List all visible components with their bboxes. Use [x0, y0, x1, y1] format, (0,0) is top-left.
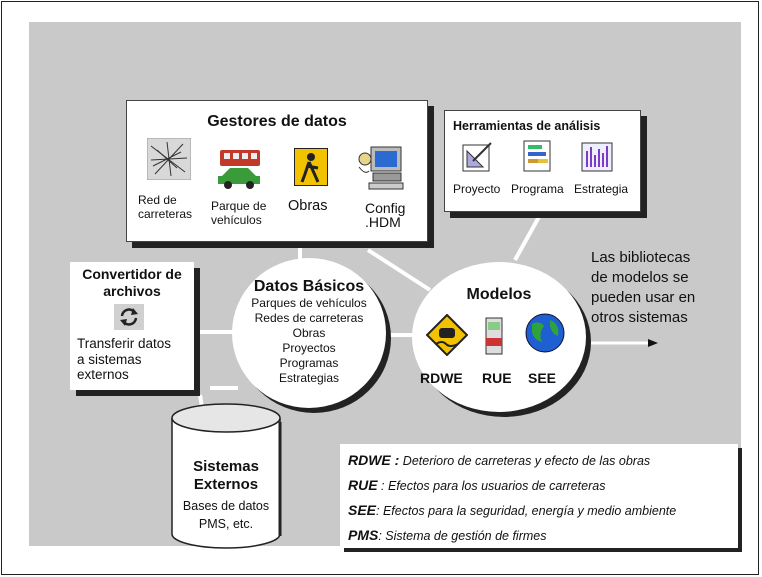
road-hazard-icon: [426, 314, 468, 356]
proyecto-label: Proyecto: [453, 182, 501, 196]
project-icon: [462, 142, 492, 172]
road-network-icon: [147, 138, 191, 180]
program-icon: [523, 140, 551, 172]
bibliotecas-note: Las bibliotecas de modelos se pueden usa…: [591, 249, 696, 326]
sistemas-title: Sistemas Externos: [193, 458, 259, 493]
datos-item-programas: Programas: [279, 356, 339, 370]
strategy-icon: [581, 142, 613, 172]
external-systems-cylinder: [171, 403, 282, 549]
rdwe-label: RDWE: [420, 370, 463, 386]
modelos-title: Modelos: [466, 286, 532, 303]
datos-basicos-circle: Datos Básicos Parques de vehículos Redes…: [232, 258, 386, 408]
legend-see: SEE: Efectos para la seguridad, energía …: [348, 502, 676, 518]
red-carreteras-label: Red de carreteras: [138, 193, 193, 221]
legend-rue-desc: : Efectos para los usuarios de carretera…: [377, 479, 606, 493]
obras-label: Obras: [288, 198, 328, 214]
legend-rue: RUE : Efectos para los usuarios de carre…: [348, 477, 605, 493]
legend-rue-abbr: RUE: [348, 477, 378, 493]
programa-label: Programa: [511, 182, 564, 196]
parque-vehiculos-label: Parque de vehículos: [211, 199, 267, 227]
computer-icon: [358, 146, 404, 190]
config-hdm-label: Config .HDM: [365, 200, 406, 230]
legend-see-desc: : Efectos para la seguridad, energía y m…: [376, 504, 677, 518]
legend-rdwe-desc: Deterioro de carreteras y efecto de las …: [399, 454, 651, 468]
fuel-pump-icon: [485, 317, 503, 355]
modelos-circle: Modelos RDWE RUE SEE: [412, 262, 586, 412]
convertidor-title: Convertidor de archivos: [82, 266, 182, 299]
legend-pms-desc: : Sistema de gestión de firmes: [378, 529, 547, 543]
legend-see-abbr: SEE: [348, 502, 377, 518]
convertidor-box: Convertidor de archivos Transferir datos…: [70, 262, 194, 390]
legend-box: [340, 444, 738, 548]
datos-item-proyectos: Proyectos: [282, 341, 336, 355]
legend-rdwe: RDWE : Deterioro de carreteras y efecto …: [348, 452, 650, 468]
datos-item-obras: Obras: [292, 326, 326, 340]
gestores-de-datos-box: Gestores de datos Red de carreteras Parq…: [126, 100, 428, 242]
herramientas-box: Herramientas de análisis Proyecto Progra…: [444, 110, 641, 212]
refresh-icon: [114, 304, 144, 330]
estrategia-label: Estrategia: [574, 182, 629, 196]
datos-item-redes: Redes de carreteras: [254, 311, 364, 325]
legend-rdwe-abbr: RDWE :: [348, 452, 400, 468]
datos-item-parques: Parques de vehículos: [251, 296, 367, 310]
gestores-title: Gestores de datos: [207, 113, 347, 130]
legend-pms: PMS: Sistema de gestión de firmes: [348, 527, 546, 543]
vehicles-icon: [218, 150, 260, 189]
datos-item-estrategias: Estrategias: [278, 371, 340, 385]
convertidor-text: Transferir datos a sistemas externos: [77, 336, 172, 382]
herramientas-title: Herramientas de análisis: [453, 119, 601, 133]
roadworks-icon: [294, 148, 328, 186]
sistemas-text: Bases de datos PMS, etc.: [182, 499, 270, 531]
rue-label: RUE: [482, 370, 512, 386]
globe-icon: [525, 313, 565, 353]
see-label: SEE: [528, 370, 557, 386]
datos-basicos-title: Datos Básicos: [253, 278, 365, 295]
legend-pms-abbr: PMS: [348, 527, 379, 543]
